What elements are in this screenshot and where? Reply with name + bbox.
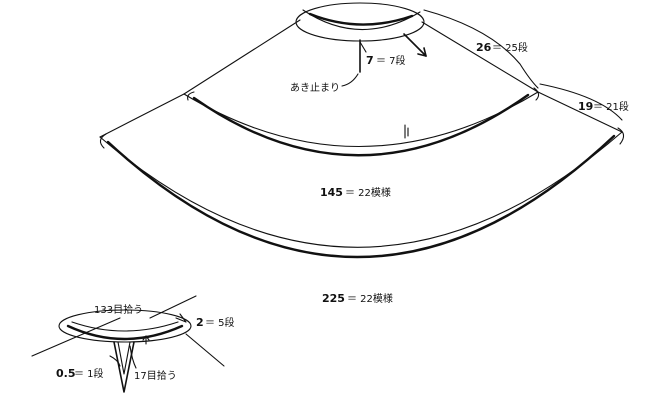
right-side-line-lower [537,91,623,133]
detail-band-inner [66,324,184,341]
detail-pickup-leader [129,345,137,369]
side-bottom-rows: ＝ 21段 [593,100,629,113]
bottom-width-value: 225 [322,292,345,305]
detail-small-brace [109,355,121,367]
direction-arrow-shaft [403,33,427,57]
mid-arc-inner [192,93,530,157]
pickup-top-label: 133目拾う [94,303,143,316]
hem-arc-outer [99,131,623,248]
detail-v-inner [117,341,131,375]
small-rows-value: 0.5 [56,367,76,380]
hem-right-curl [617,127,625,145]
band-height-value: 2 [196,316,204,329]
side-top-rows: ＝ 25段 [492,41,528,54]
detail-rib-ellipse [58,309,192,343]
detail-up-arrow [142,335,150,345]
opening-label: あき止まり [290,82,340,94]
detail-v-outer [113,341,135,393]
mid-arc-outer [183,91,539,148]
neckline-inner-edge [308,12,414,26]
detail-labels: 133目拾う 2 ＝ 5段 0.5 ＝ 1段 17目拾う [56,303,235,382]
opening-dim-tick [359,41,367,53]
left-side-line-upper [183,19,301,95]
hem-left-curl [99,133,107,149]
detail-guide-right-bottom [185,333,225,367]
mid-width-pattern: ＝ 22模様 [345,186,391,199]
side-top-value: 26 [476,41,492,54]
cape-outline [99,2,625,259]
pickup-side-label: 17目拾う [134,369,177,382]
detail-guide-right-top [149,295,197,319]
neckline-outer-edge [302,9,421,31]
direction-arrow-head [417,47,427,57]
band-height-rows: ＝ 5段 [205,316,235,329]
brace-side-bottom [539,83,623,121]
opening-height-rows: ＝ 7段 [376,54,406,67]
detail-outline [31,295,225,393]
mid-right-curl [533,87,540,101]
right-side-line-upper [421,21,539,93]
opening-height-value: 7 [366,54,374,67]
detail-band-top [71,321,179,332]
side-bottom-value: 19 [578,100,593,113]
detail-band-tick [175,313,187,323]
brace-side-top [423,9,539,89]
small-rows-label: ＝ 1段 [74,367,104,380]
main-labels: 7 ＝ 7段 あき止まり 26 ＝ 25段 19 ＝ 21段 145 ＝ 22模… [290,41,629,305]
bottom-width-pattern: ＝ 22模様 [347,292,393,305]
left-side-line-lower [99,93,185,138]
mid-left-curl [187,91,195,101]
hem-arc-inner [106,134,616,259]
opening-leader [341,73,359,87]
mid-width-value: 145 [320,186,343,199]
